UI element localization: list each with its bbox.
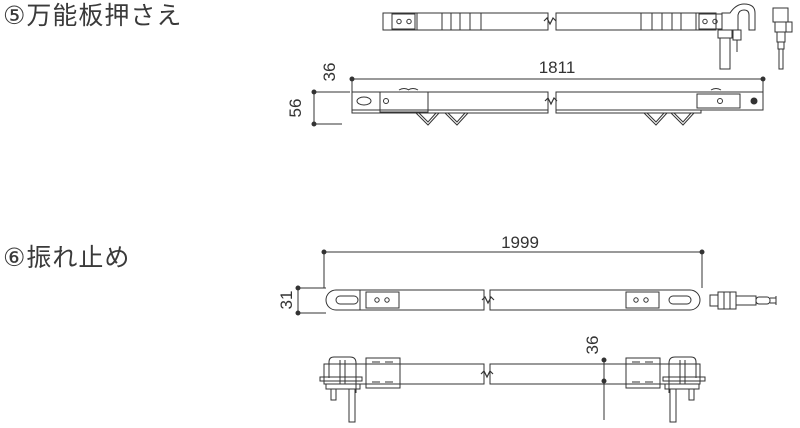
item-6-front-view <box>319 356 706 423</box>
item-6-height-label: 31 <box>277 291 296 310</box>
item-6-plan-view <box>295 249 777 316</box>
item-6-offset-label: 36 <box>583 336 602 355</box>
item-6-length-label: 1999 <box>501 233 539 252</box>
item-5-top-view <box>382 3 793 70</box>
item-5-length-label: 1811 <box>539 58 576 77</box>
item-5-offset-label: 36 <box>320 63 339 82</box>
item-5-title: ⑤万能板押さえ <box>3 1 183 30</box>
item-5-front-view <box>311 76 766 127</box>
item-6-title: ⑥振れ止め <box>3 243 131 272</box>
item-5-height-label: 56 <box>286 99 305 118</box>
